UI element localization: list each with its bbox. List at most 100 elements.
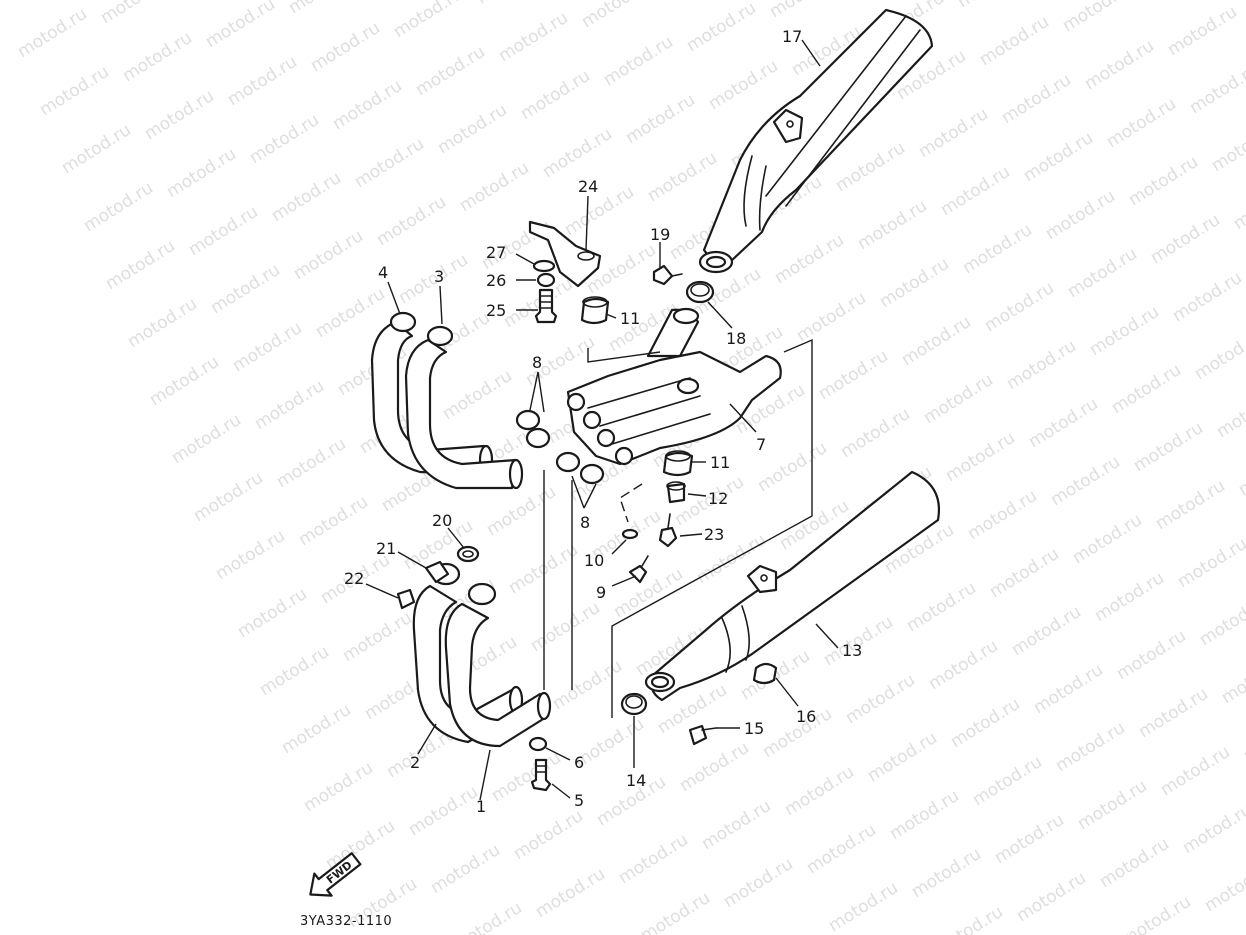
watermark-text: motod.ru <box>908 844 985 902</box>
bolt-5[interactable] <box>530 758 552 792</box>
watermark-text: motod.ru <box>947 694 1024 752</box>
bolt-9[interactable] <box>628 555 649 584</box>
damper-11-lower[interactable] <box>662 450 694 477</box>
watermark-text: motod.ru <box>1130 418 1207 476</box>
exhaust-collector-chamber[interactable] <box>566 307 782 466</box>
watermark-text: motod.ru <box>427 840 504 898</box>
watermark-text: motod.ru <box>942 428 1019 486</box>
watermark-text: motod.ru <box>854 196 931 254</box>
watermark-text: motod.ru <box>937 162 1014 220</box>
callout-10: 10 <box>584 551 604 570</box>
watermark-text: motod.ru <box>273 434 350 492</box>
watermark-text: motod.ru <box>1091 568 1168 626</box>
gaskets-8-upper[interactable] <box>515 409 551 449</box>
muffler-upper[interactable] <box>698 8 934 274</box>
callout-8-lower: 8 <box>580 513 590 532</box>
watermark-text: motod.ru <box>36 62 113 120</box>
watermark-text: motod.ru <box>683 0 760 56</box>
watermark-text: motod.ru <box>207 260 284 318</box>
collar-12[interactable] <box>666 481 686 504</box>
exhaust-pipe-4[interactable] <box>370 311 494 476</box>
watermark-text: motod.ru <box>793 288 870 346</box>
callout-26: 26 <box>486 271 506 290</box>
callout-2: 2 <box>410 753 420 772</box>
watermark-text: motod.ru <box>234 584 311 642</box>
bracket-24[interactable] <box>528 220 602 288</box>
bolt-23[interactable] <box>658 513 678 548</box>
watermark-text: motod.ru <box>14 4 91 62</box>
bolt-15[interactable] <box>688 724 717 746</box>
watermark-text: motod.ru <box>930 902 1007 935</box>
watermark-text: motod.ru <box>1103 94 1180 152</box>
gaskets-8-lower[interactable] <box>555 451 605 485</box>
exhaust-pipe-3[interactable] <box>404 325 524 490</box>
watermark-text: motod.ru <box>1013 868 1090 926</box>
watermark-text: motod.ru <box>981 278 1058 336</box>
callout-15: 15 <box>744 719 764 738</box>
watermark-text: motod.ru <box>1186 60 1246 118</box>
callout-leaders <box>365 39 839 801</box>
watermark-text: motod.ru <box>1025 394 1102 452</box>
callout-16: 16 <box>796 707 816 726</box>
watermark-text: motod.ru <box>610 564 687 622</box>
cap-16[interactable] <box>752 662 778 685</box>
watermark-text: motod.ru <box>539 124 616 182</box>
watermark-text: motod.ru <box>1069 510 1146 568</box>
callout-27: 27 <box>486 243 506 262</box>
watermark-text: motod.ru <box>1008 602 1085 660</box>
watermark-text: motod.ru <box>190 468 267 526</box>
watermark-text: motod.ru <box>969 752 1046 810</box>
muffler-lower[interactable] <box>644 470 940 702</box>
watermark-text: motod.ru <box>102 236 179 294</box>
gasket-14[interactable] <box>620 692 648 716</box>
damper-11-upper[interactable] <box>580 296 610 325</box>
watermark-text: motod.ru <box>720 854 797 912</box>
washer-20[interactable] <box>456 545 480 563</box>
watermark-text: motod.ru <box>676 738 753 796</box>
washer-26[interactable] <box>536 272 556 288</box>
watermark-text: motod.ru <box>339 608 416 666</box>
watermark-text: motod.ru <box>251 376 328 434</box>
watermark-text: motod.ru <box>998 70 1075 128</box>
nut-22[interactable] <box>396 588 416 610</box>
watermark-text: motod.ru <box>1169 268 1246 326</box>
callout-numbers: 1 2 3 4 5 6 7 8 8 9 10 11 11 12 13 14 15… <box>344 27 862 816</box>
gasket-18[interactable] <box>685 280 715 304</box>
clamp-21[interactable] <box>424 560 450 584</box>
watermark-text: motod.ru <box>532 864 609 922</box>
watermark-text: motod.ru <box>825 878 902 935</box>
bolt-25[interactable] <box>534 288 558 324</box>
watermark-text: motod.ru <box>898 312 975 370</box>
washer-10[interactable] <box>621 528 639 540</box>
washer-6[interactable] <box>528 736 548 752</box>
watermark-text: motod.ru <box>832 138 909 196</box>
watermark-text: motod.ru <box>1096 834 1173 892</box>
watermark-text: motod.ru <box>58 120 135 178</box>
watermark-text: motod.ru <box>1086 302 1163 360</box>
watermark-text: motod.ru <box>295 492 372 550</box>
watermark-text: motod.ru <box>119 28 196 86</box>
watermark-text: motod.ru <box>246 110 323 168</box>
watermark-text: motod.ru <box>124 294 201 352</box>
watermark-text: motod.ru <box>954 0 1031 12</box>
watermark-text: motod.ru <box>439 366 516 424</box>
callout-23: 23 <box>704 525 724 544</box>
watermark-text: motod.ru <box>527 598 604 656</box>
callout-3: 3 <box>434 267 444 286</box>
watermark-text: motod.ru <box>578 0 655 32</box>
watermark-text: motod.ru <box>488 748 565 806</box>
watermark-text: motod.ru <box>510 806 587 864</box>
watermark-text: motod.ru <box>1213 384 1246 442</box>
bolt-19[interactable] <box>652 264 683 286</box>
watermark-text: motod.ru <box>959 220 1036 278</box>
diagram-reference-code: 3YA332-1110 <box>300 914 393 929</box>
watermark-text: motod.ru <box>1003 336 1080 394</box>
watermark-text: motod.ru <box>1108 360 1185 418</box>
watermark-text: motod.ru <box>1030 660 1107 718</box>
washer-27[interactable] <box>532 259 556 273</box>
callout-1: 1 <box>476 797 486 816</box>
exhaust-pipe-1[interactable] <box>444 582 552 748</box>
watermark-text: motod.ru <box>1201 858 1246 916</box>
